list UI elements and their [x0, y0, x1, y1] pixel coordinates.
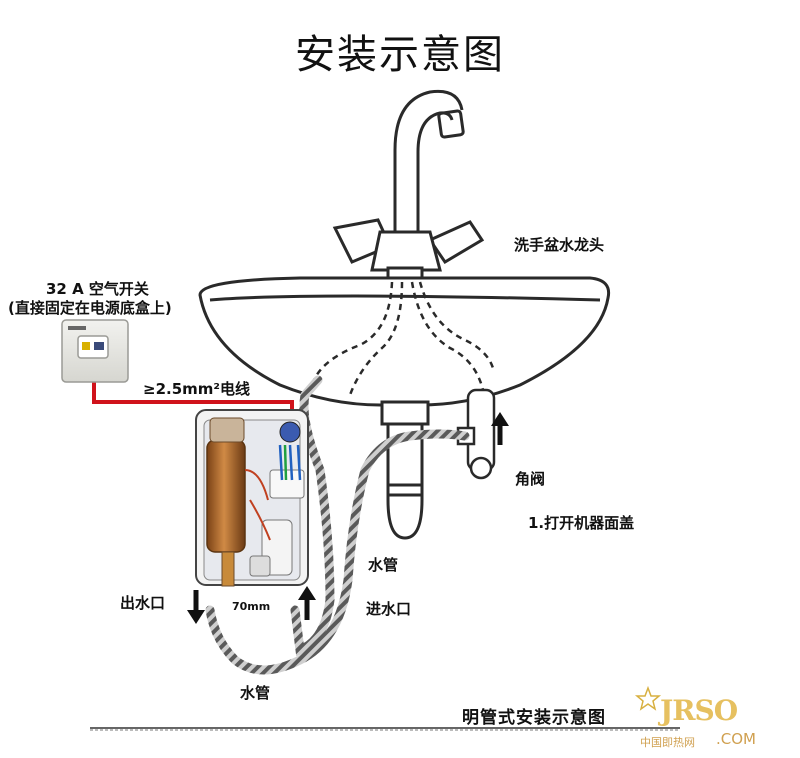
- water-inlet-label: 进水口: [366, 600, 412, 618]
- flow-arrows: [187, 412, 509, 624]
- angle-valve-label: 角阀: [515, 470, 546, 488]
- step-label: 1.打开机器面盖: [528, 514, 635, 532]
- hidden-pipes: [298, 281, 496, 411]
- water-out-arrow: [187, 590, 205, 624]
- faucet: [332, 89, 485, 280]
- water-heater: [195, 409, 309, 587]
- water-pipe-label-bottom: 水管: [240, 684, 271, 702]
- air-switch-note: (直接固定在电源底盒上): [8, 299, 172, 317]
- distance-label: 70mm: [232, 600, 271, 613]
- watermark-star-icon: [634, 685, 662, 711]
- watermark-domain: .COM: [716, 730, 756, 748]
- water-in-arrow: [298, 586, 316, 620]
- ground-line: [90, 727, 680, 731]
- water-outlet-label: 出水口: [120, 594, 166, 612]
- drain-trap: [386, 422, 424, 540]
- faucet-label: 洗手盆水龙头: [514, 236, 605, 254]
- watermark-chinese: 中国即热网: [640, 736, 695, 749]
- sink-basin: [198, 276, 611, 426]
- air-switch-label: 32 A 空气开关: [46, 280, 149, 298]
- diagram-title: 安装示意图: [295, 32, 505, 78]
- angle-valve-arrow: [491, 412, 509, 445]
- water-pipe-label-right: 水管: [368, 556, 399, 574]
- wire-label: ≥2.5mm²电线: [143, 380, 250, 398]
- diagram-caption: 明管式安装示意图: [462, 708, 606, 728]
- watermark-logo: JRSO: [660, 694, 738, 727]
- air-switch: [61, 319, 129, 383]
